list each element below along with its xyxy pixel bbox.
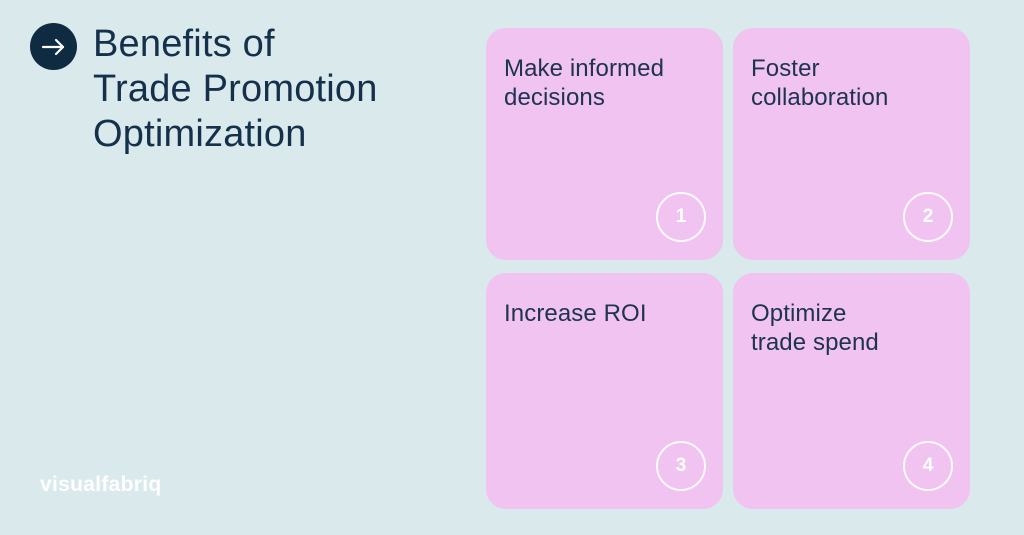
number-badge: 2 [903,192,953,242]
benefit-card-label: Make informed decisions [504,55,665,111]
number-badge: 3 [656,441,706,491]
benefit-card-label: Foster collaboration [751,55,889,111]
benefit-card-label: Increase ROI [504,300,647,327]
number-badge: 1 [656,192,706,242]
arrow-right-icon [30,23,77,70]
benefit-cards-grid: Make informed decisions 1 Foster collabo… [486,28,970,509]
benefit-card-1: Make informed decisions 1 [486,28,723,260]
number-badge: 4 [903,441,953,491]
benefit-card-3: Increase ROI 3 [486,273,723,509]
page-title: Benefits of Trade Promotion Optimization [93,23,378,155]
benefit-card-2: Foster collaboration 2 [733,28,970,260]
brand-logo: visualfabriq [40,473,162,496]
benefit-card-4: Optimize trade spend 4 [733,273,970,509]
benefit-card-label: Optimize trade spend [751,300,879,356]
